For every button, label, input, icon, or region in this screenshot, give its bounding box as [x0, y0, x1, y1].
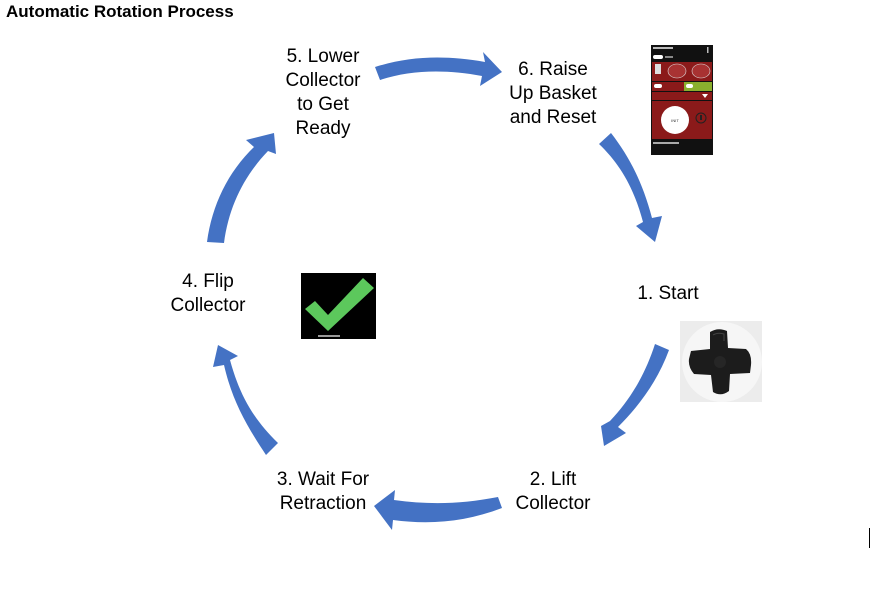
step-2-label: 2. Lift Collector	[515, 469, 591, 514]
step-6-label: 6. Raise Up Basket and Reset	[509, 59, 597, 128]
arrow-6-to-1	[599, 133, 662, 242]
arrow-5-to-6	[375, 52, 502, 86]
step-3-label: 3. Wait For Retraction	[276, 469, 370, 514]
phone-init-button-label: INIT	[671, 118, 679, 123]
phone-app-screenshot: INIT	[651, 45, 713, 155]
step-4-label: 4. Flip Collector	[170, 271, 246, 316]
arrow-1-to-2	[601, 344, 669, 446]
arrow-2-to-3	[374, 490, 502, 530]
diagram-title: Automatic Rotation Process	[6, 2, 234, 21]
dpad-icon	[680, 321, 762, 402]
arrow-3-to-4	[213, 345, 278, 455]
text-cursor	[869, 528, 870, 548]
arrow-4-to-5	[207, 133, 276, 243]
step-5-label: 5. Lower Collector to Get Ready	[285, 46, 361, 139]
checkmark-icon	[301, 273, 376, 339]
step-1-label: 1. Start	[637, 283, 699, 304]
